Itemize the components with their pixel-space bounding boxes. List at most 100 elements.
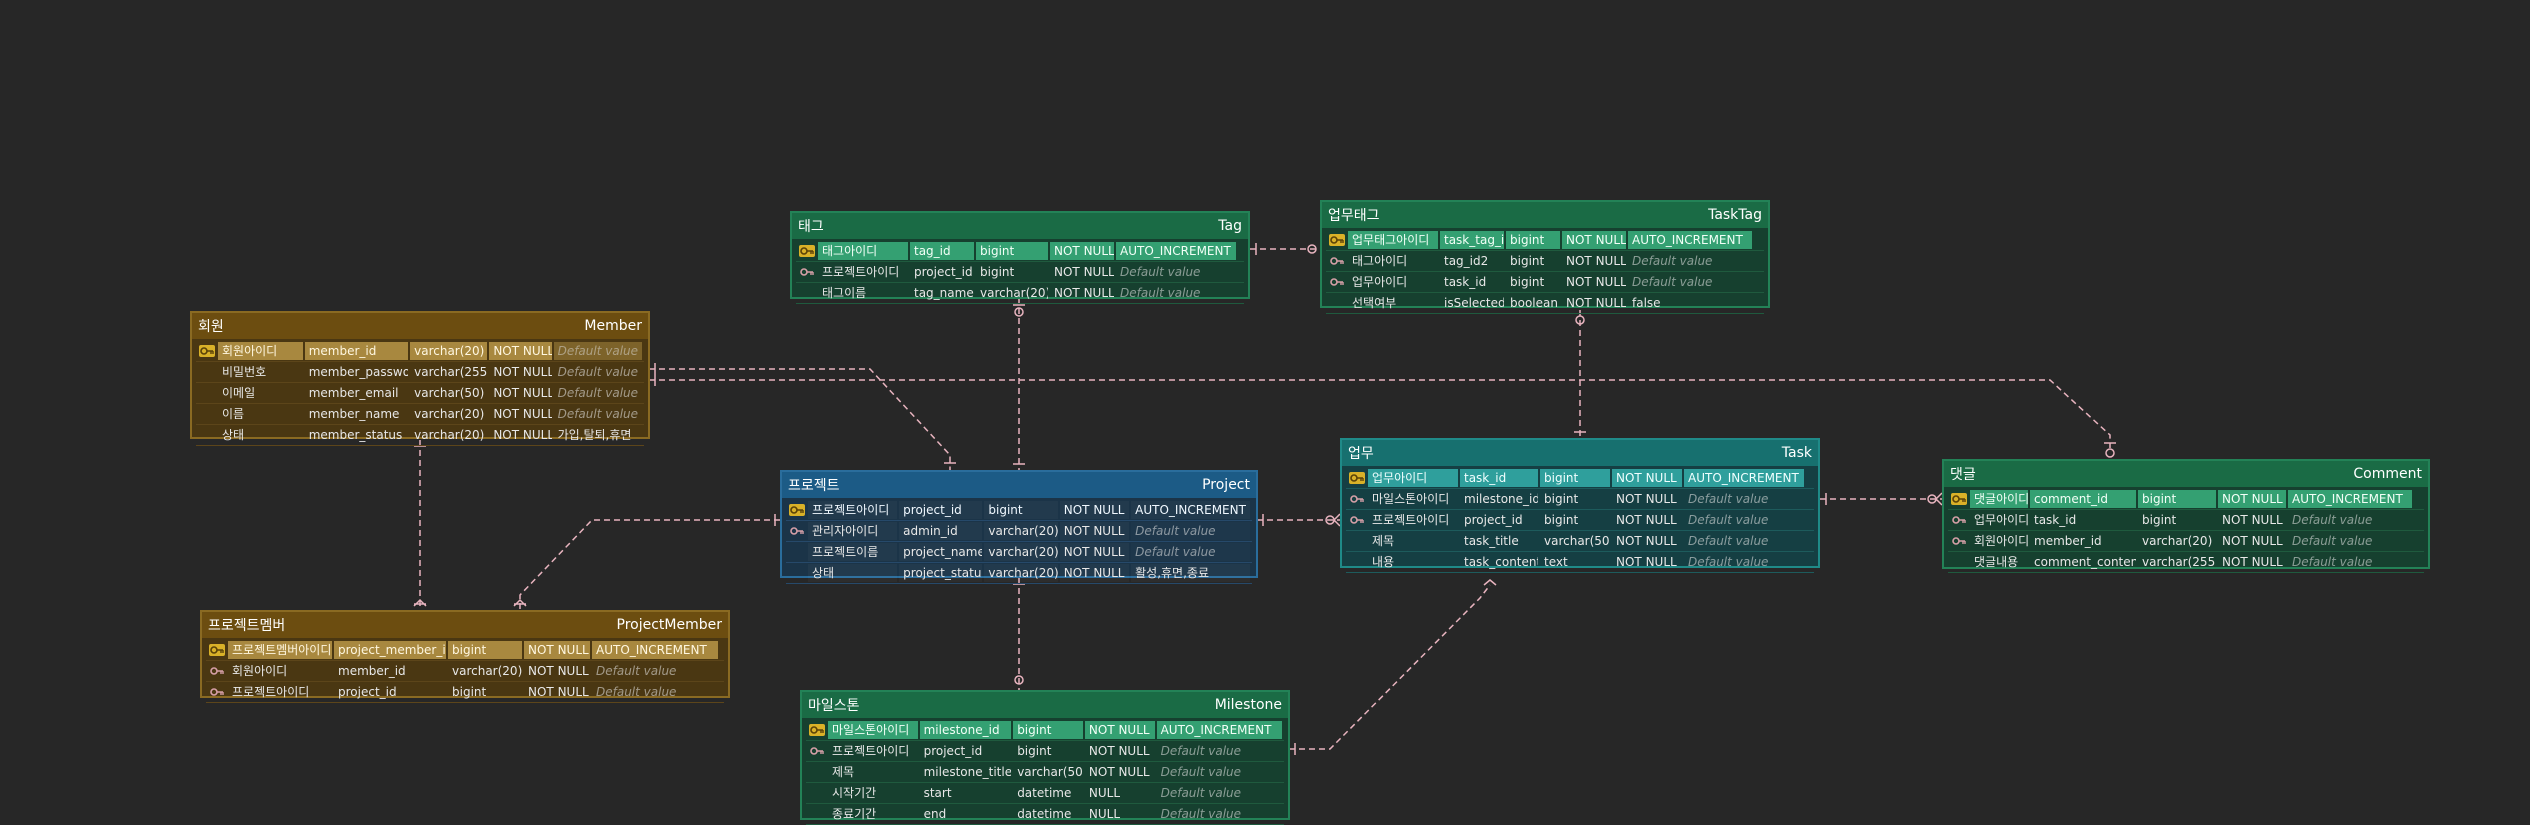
edge-project-projectmember	[519, 519, 780, 610]
column-label: 시작기간	[832, 786, 877, 800]
marker-zero	[1014, 307, 1024, 317]
table-korean-name: 마일스톤	[808, 698, 860, 714]
column-nullability: NOT NULL	[1566, 275, 1626, 289]
column-label: 제목	[1372, 534, 1395, 548]
column-label: 관리자아이디	[808, 522, 897, 540]
column-nullability: NOT NULL	[2222, 555, 2283, 569]
edge-milestone-task	[1289, 584, 1491, 750]
marker-many	[1483, 579, 1497, 586]
column-nullability: NOT NULL	[1566, 254, 1626, 268]
column-name: project_status	[899, 564, 982, 582]
table-korean-name: 댓글	[1950, 467, 1976, 483]
table-header[interactable]: 마일스톤 Milestone	[802, 692, 1288, 718]
column-nullability: NOT NULL	[528, 664, 589, 678]
column-extra: Default value	[557, 407, 639, 421]
column-nullability: NOT NULL	[2222, 534, 2283, 548]
table-header[interactable]: 업무 Task	[1342, 440, 1818, 466]
column-label: 제목	[832, 765, 855, 779]
column-name: project_member_id	[334, 641, 446, 659]
table-name: Comment	[2353, 466, 2422, 482]
column-type: bigint	[1544, 492, 1579, 506]
column-type: varchar(20)	[2142, 534, 2213, 548]
column-label: 태그이름	[822, 286, 867, 300]
column-label: 프로젝트아이디	[832, 744, 910, 758]
table-name: Milestone	[1214, 697, 1282, 713]
table-name: Member	[584, 318, 642, 334]
foreign-key-icon	[796, 266, 818, 278]
marker-zero	[1014, 675, 1024, 685]
table-header[interactable]: 댓글 Comment	[1944, 461, 2428, 487]
table-korean-name: 업무태그	[1328, 208, 1380, 224]
column-type: varchar(20)	[410, 342, 488, 360]
column-type: bigint	[984, 501, 1057, 519]
column-extra: Default value	[1688, 534, 1769, 548]
table-korean-name: 프로젝트멤버	[208, 618, 286, 634]
column-type: bigint	[2138, 490, 2216, 508]
table-header[interactable]: 프로젝트멤버 ProjectMember	[202, 612, 728, 638]
column-extra: Default value	[1632, 254, 1713, 268]
column-label: 프로젝트아이디	[1372, 513, 1450, 527]
marker-many	[1332, 513, 1341, 527]
table-header[interactable]: 프로젝트 Project	[782, 472, 1256, 498]
column-extra: Default value	[553, 342, 643, 360]
table-header[interactable]: 업무태그 TaskTag	[1322, 202, 1768, 228]
column-type: varchar(255)	[2142, 555, 2216, 569]
marker-zero	[2105, 448, 2115, 458]
column-name: member_id	[338, 664, 406, 678]
table-header[interactable]: 회원 Member	[192, 313, 648, 339]
column-name: tag_name	[914, 286, 974, 300]
column-nullability: NOT NULL	[1084, 721, 1155, 739]
table-name: Project	[1202, 477, 1250, 493]
column-type: bigint	[1013, 721, 1083, 739]
table-header[interactable]: 태그 Tag	[792, 213, 1248, 239]
column-extra: Default value	[596, 685, 677, 699]
column-extra: Default value	[1688, 492, 1769, 506]
column-nullability: NOT NULL	[1060, 522, 1129, 540]
column-name: task_id	[2034, 513, 2077, 527]
column-nullability: NOT NULL	[1050, 242, 1114, 260]
table-tasktag[interactable]: 업무태그 TaskTag 업무태그아이디task_tag_idbigintNOT…	[1320, 200, 1770, 314]
column-label: 태그아이디	[1352, 254, 1408, 268]
